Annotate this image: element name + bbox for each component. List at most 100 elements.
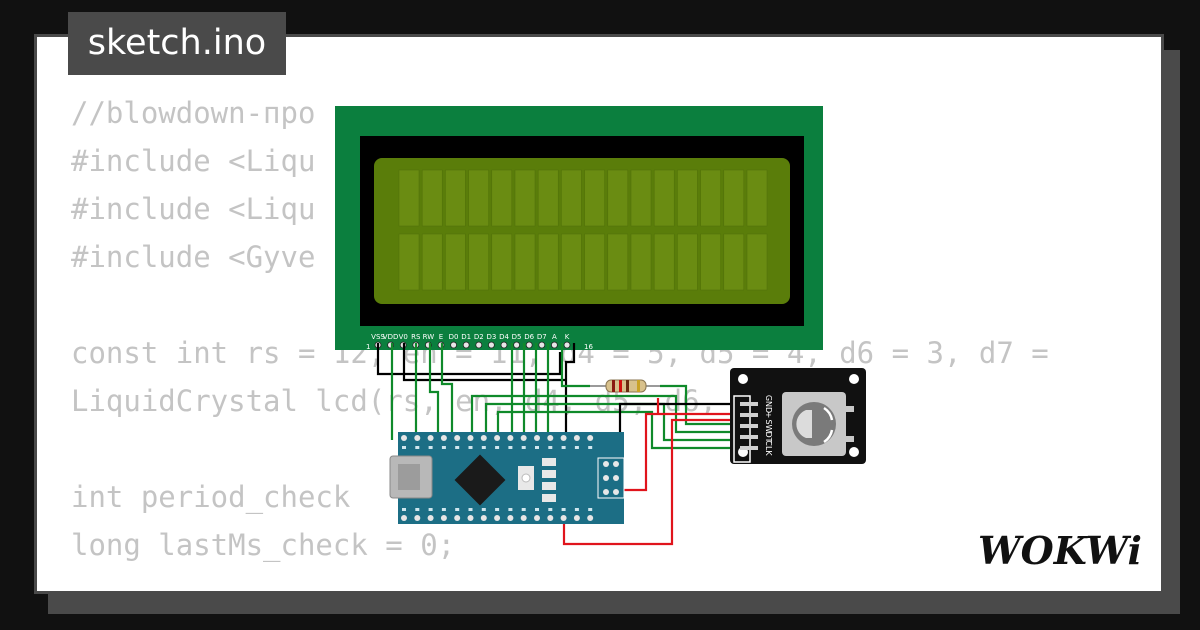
lcd-pin-label: D5 [512, 333, 522, 341]
nano-pin[interactable] [427, 515, 434, 521]
wire-en[interactable] [428, 343, 440, 440]
icsp-header [597, 457, 625, 499]
nano-pin[interactable] [494, 515, 501, 521]
nano-pin[interactable] [520, 515, 527, 521]
wire-e[interactable] [440, 343, 454, 438]
encoder-pin[interactable] [740, 435, 758, 439]
lcd-pin-label: VDD [383, 333, 399, 341]
lcd-pin[interactable] [525, 341, 533, 349]
encoder-pin-stubs [740, 402, 758, 450]
lcd-pin-label: RS [411, 333, 421, 341]
reset-button-cap [521, 473, 531, 483]
wire-5v[interactable] [562, 418, 740, 546]
lcd-cell [514, 169, 536, 227]
lcd-pin[interactable] [487, 341, 495, 349]
arduino-nano[interactable] [389, 432, 625, 524]
encoder-pin-label: GND [764, 395, 773, 413]
wire-sw[interactable] [470, 394, 740, 438]
wire-enc-vcc[interactable] [604, 412, 740, 492]
nano-pin[interactable] [454, 515, 461, 521]
code-line: //blowdown-про [71, 96, 316, 130]
lcd-cell [537, 233, 559, 291]
file-tab[interactable]: sketch.ino [68, 12, 286, 75]
wokwi-logo: WOKWi [978, 528, 1142, 573]
nano-pin[interactable] [440, 515, 447, 521]
lcd-pin[interactable] [513, 341, 520, 349]
encoder-pin[interactable] [740, 402, 758, 406]
nano-pin[interactable] [414, 435, 421, 441]
lcd-pin[interactable] [538, 341, 546, 349]
nano-pin[interactable] [414, 515, 421, 521]
encoder-tab [846, 406, 854, 412]
nano-pin[interactable] [560, 435, 567, 441]
mount-hole [849, 447, 859, 457]
nano-pin-mark [508, 508, 513, 511]
encoder-pin-label: + [764, 412, 773, 419]
lcd-cell [700, 169, 721, 227]
nano-pin[interactable] [494, 435, 501, 441]
nano-pin[interactable] [427, 435, 434, 441]
nano-pin[interactable] [547, 435, 554, 441]
nano-pin-mark [402, 446, 406, 449]
lcd-cell [398, 233, 420, 291]
lcd-pin-label: D2 [474, 333, 484, 341]
lcd-cell [584, 169, 605, 227]
lcd-pin[interactable] [475, 341, 483, 349]
nano-pin[interactable] [587, 515, 594, 521]
nano-pin[interactable] [560, 515, 567, 521]
encoder-pin-label: SW [764, 420, 773, 433]
lcd-cell [445, 233, 466, 291]
nano-pin[interactable] [587, 435, 594, 441]
nano-pin[interactable] [467, 515, 474, 521]
encoder-pin[interactable] [740, 446, 758, 450]
nano-pin[interactable] [573, 515, 580, 521]
icsp-pin [603, 461, 609, 467]
nano-pin[interactable] [520, 435, 527, 441]
wire-k[interactable] [564, 343, 576, 438]
nano-pin[interactable] [440, 435, 447, 441]
icsp-pin [603, 475, 609, 481]
led-power [542, 458, 556, 466]
code-line: long lastMs_check = 0; [71, 528, 456, 562]
lcd-pin[interactable] [500, 341, 508, 349]
led-l [542, 470, 556, 478]
resistor[interactable] [590, 379, 660, 393]
wire-a[interactable] [560, 343, 590, 388]
lcd-pin[interactable] [551, 341, 558, 349]
encoder-pin[interactable] [740, 413, 758, 417]
encoder-pin[interactable] [740, 424, 758, 428]
nano-pin[interactable] [534, 515, 540, 521]
nano-pin-mark [574, 508, 579, 511]
code-line: #include <Gyve [71, 240, 316, 274]
nano-pin[interactable] [573, 435, 580, 441]
lcd-pin[interactable] [563, 341, 571, 349]
nano-pin-mark [521, 446, 526, 449]
lcd-pin[interactable] [462, 341, 470, 349]
nano-pin[interactable] [534, 435, 540, 441]
nano-pin[interactable] [480, 435, 487, 441]
lcd-cell [677, 233, 698, 291]
nano-pin-mark [402, 508, 406, 511]
nano-pin[interactable] [454, 435, 461, 441]
nano-pin[interactable] [547, 515, 554, 521]
lcd-pin[interactable] [450, 341, 458, 349]
nano-pin[interactable] [467, 435, 474, 441]
nano-pin-mark [441, 446, 446, 449]
lcd-cell [584, 233, 605, 291]
rotate-arrow-icon [823, 429, 834, 444]
code-line: int period_check [71, 480, 351, 514]
wire-vss-gnd[interactable] [376, 343, 562, 376]
nano-pin[interactable] [401, 515, 407, 521]
nano-pin-mark [574, 446, 579, 449]
nano-pin-mark [548, 446, 553, 449]
nano-pin[interactable] [480, 515, 487, 521]
lcd-pin-label: D4 [499, 333, 509, 341]
lcd-cell [445, 169, 466, 227]
wire-clk[interactable] [496, 410, 740, 450]
nano-pin[interactable] [507, 515, 514, 521]
nano-pin[interactable] [507, 435, 514, 441]
nano-pin[interactable] [401, 435, 407, 441]
